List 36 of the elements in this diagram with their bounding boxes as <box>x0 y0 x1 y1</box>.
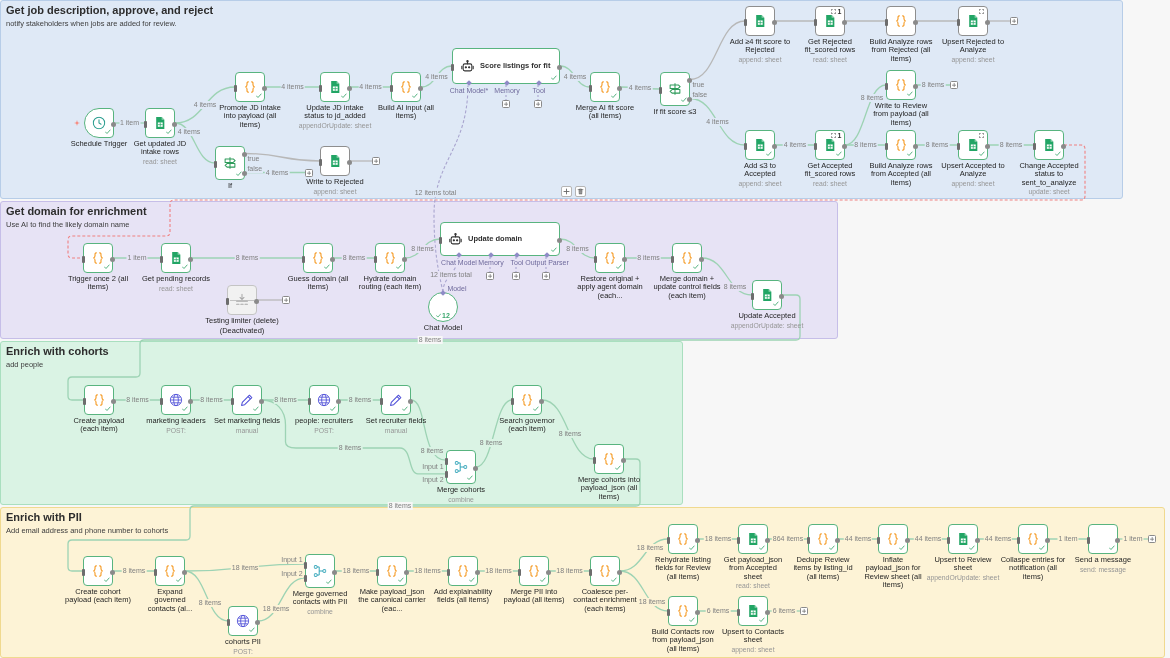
connector <box>349 160 373 162</box>
connector <box>67 458 641 572</box>
connector <box>505 83 507 101</box>
connector <box>545 255 547 273</box>
connector <box>174 86 236 124</box>
connector <box>515 255 517 273</box>
connector <box>257 577 306 622</box>
connector <box>244 152 321 162</box>
connector <box>701 257 753 296</box>
note-title: Get job description, approve, and reject <box>6 4 214 18</box>
connector <box>541 399 595 460</box>
connector <box>67 144 1086 259</box>
connector <box>619 570 669 612</box>
connector <box>489 255 491 273</box>
connector <box>475 399 513 468</box>
connector <box>261 399 447 475</box>
sticky-note <box>0 0 1123 199</box>
connector <box>190 257 304 259</box>
sticky-note <box>0 341 683 505</box>
note-title: Enrich with cohorts <box>6 345 109 359</box>
connector <box>67 294 801 401</box>
connector <box>410 399 447 461</box>
connector <box>774 20 816 22</box>
connector <box>537 83 539 101</box>
connector <box>689 20 746 81</box>
connector <box>256 299 283 301</box>
note-title: Get domain for enrichment <box>6 205 147 219</box>
sticky-note <box>0 201 838 339</box>
connector <box>844 20 887 22</box>
connector <box>184 570 229 622</box>
connector <box>174 122 216 164</box>
sticky-note <box>0 507 1165 658</box>
connector <box>442 255 459 293</box>
connector <box>915 20 959 22</box>
connector <box>987 20 1011 22</box>
note-title: Enrich with PII <box>6 511 82 525</box>
